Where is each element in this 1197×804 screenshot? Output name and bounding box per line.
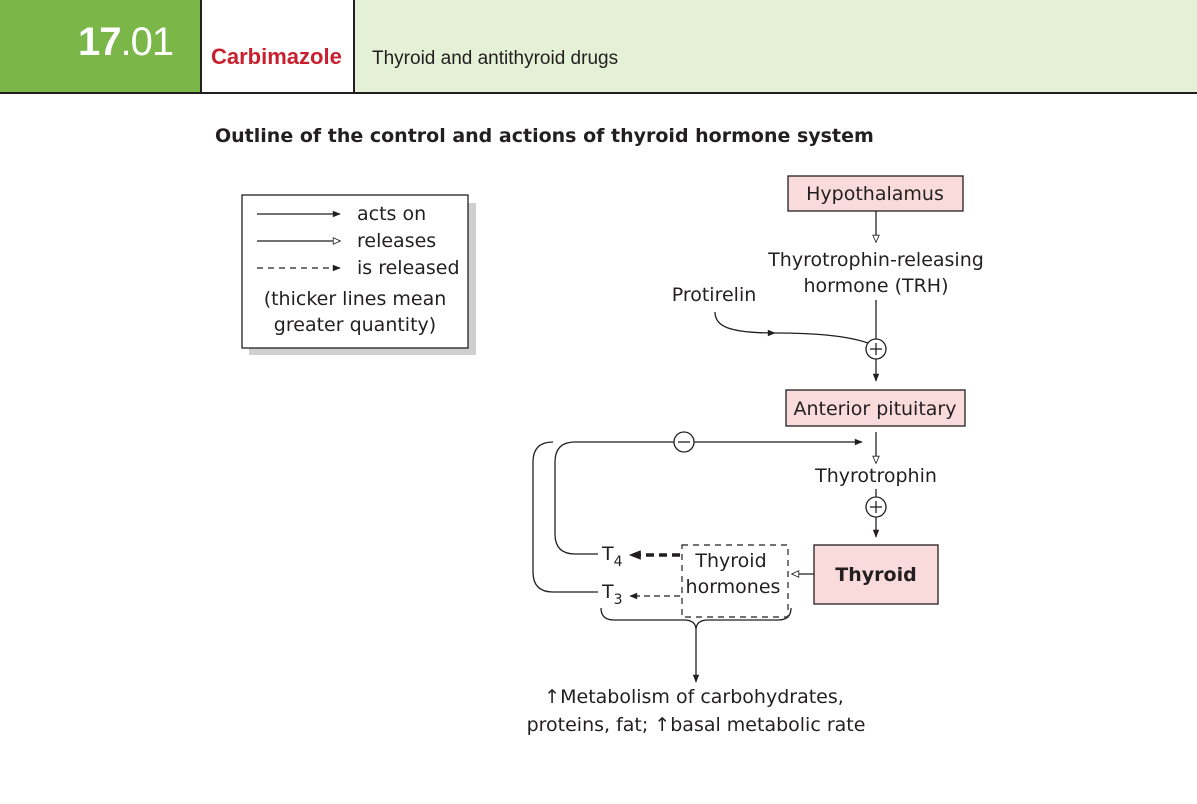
drug-name-block: Carbimazole <box>200 0 355 92</box>
topic-title: Thyroid and antithyroid drugs <box>372 48 619 69</box>
header-divider <box>0 92 1197 94</box>
thyrotrophin-plus-icon <box>865 496 887 518</box>
hypothalamus-label: Hypothalamus <box>806 183 944 205</box>
anterior-pituitary-label: Anterior pituitary <box>793 398 956 420</box>
protirelin-label: Protirelin <box>672 284 757 306</box>
protirelin-curve <box>714 311 776 337</box>
figure-title: Outline of the control and actions of th… <box>215 125 874 147</box>
drug-name: Carbimazole <box>211 44 342 69</box>
inhibition-minus-icon <box>673 431 695 453</box>
thyroid-hormones-line2: hormones <box>686 576 781 598</box>
page-header: 17.01 Carbimazole Thyroid and antithyroi… <box>0 0 1197 94</box>
t4-feedback-loop <box>554 441 674 555</box>
legend-is-released-label: is released <box>357 257 460 279</box>
legend-box <box>241 194 469 349</box>
legend-releases-label: releases <box>357 230 436 252</box>
legend: acts on releases is released (thicker li… <box>241 194 476 355</box>
t3-label: T3 <box>601 581 623 608</box>
legend-note-line1: (thicker lines mean <box>264 288 447 310</box>
t3-feedback-loop <box>532 441 598 593</box>
chapter-number-block: 17.01 <box>0 0 200 92</box>
effects-line1: ↑Metabolism of carbohydrates, <box>544 686 844 708</box>
effects-line2: proteins, fat; ↑basal metabolic rate <box>527 714 866 736</box>
t4-label: T4 <box>601 543 623 570</box>
legend-acts-on-label: acts on <box>357 203 426 225</box>
topic-block: Thyroid and antithyroid drugs <box>355 0 1197 92</box>
thyroid-label: Thyroid <box>835 564 916 586</box>
effects-brace <box>600 607 792 631</box>
protirelin-curve-to-plus <box>774 332 869 344</box>
anterior-pituitary-box <box>785 389 966 427</box>
trh-label-line2: hormone (TRH) <box>804 275 949 297</box>
thyrotrophin-label: Thyrotrophin <box>814 465 937 487</box>
stimulation-plus-icon <box>865 338 887 360</box>
legend-note-line2: greater quantity) <box>274 314 436 336</box>
chapter-number: 17.01 <box>78 20 174 64</box>
thyroid-hormones-line1: Thyroid <box>694 550 766 572</box>
trh-label-line1: Thyrotrophin-releasing <box>767 249 984 271</box>
thyroid-hormones-box <box>681 544 789 618</box>
